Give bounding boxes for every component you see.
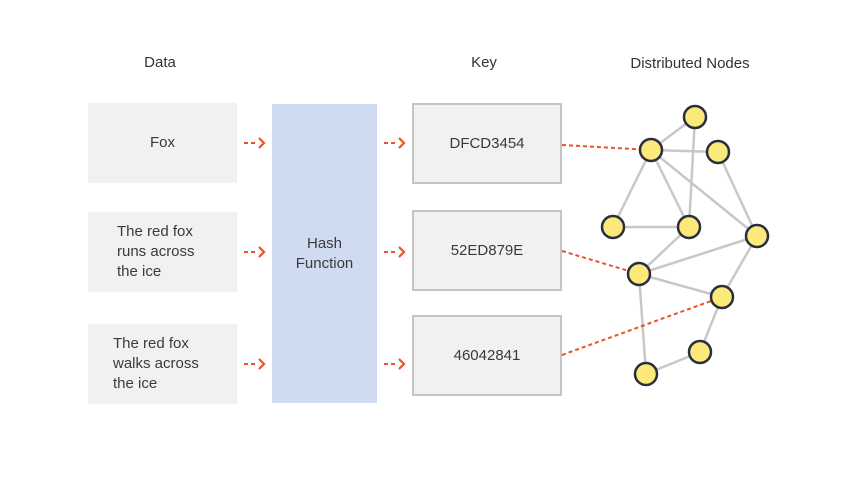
data-item-line: walks across bbox=[113, 355, 199, 372]
graph-edge bbox=[649, 149, 691, 228]
graph-node bbox=[633, 361, 659, 387]
key-to-node-link bbox=[561, 144, 652, 151]
data-item-runs: The red fox runs across the ice bbox=[88, 212, 237, 292]
key-column-heading: Key bbox=[471, 54, 497, 71]
nodes-layer bbox=[600, 104, 770, 387]
graph-edge bbox=[716, 151, 759, 237]
key-value: DFCD3454 bbox=[449, 135, 525, 152]
data-item-line: runs across bbox=[117, 243, 195, 260]
edges-layer bbox=[611, 116, 759, 376]
graph-node bbox=[709, 284, 735, 310]
graph-edge bbox=[638, 272, 723, 299]
graph-edge bbox=[637, 273, 648, 375]
key-to-node-link bbox=[561, 296, 723, 356]
data-item-fox: Fox bbox=[88, 103, 237, 183]
key-value: 46042841 bbox=[453, 347, 521, 364]
arrows-layer bbox=[244, 137, 406, 370]
arrow-head-icon bbox=[258, 358, 266, 370]
data-item-line: Fox bbox=[149, 134, 175, 151]
data-item-line: the ice bbox=[117, 263, 162, 280]
data-item-line: The red fox bbox=[117, 223, 193, 240]
data-item-line: The red fox bbox=[113, 335, 189, 352]
arrow-head-icon bbox=[398, 246, 406, 258]
key-box-1: DFCD3454 bbox=[412, 103, 562, 184]
graph-node bbox=[682, 104, 708, 130]
arrow-head-icon bbox=[258, 137, 266, 149]
graph-edge bbox=[687, 116, 697, 228]
key-value: 52ED879E bbox=[450, 242, 524, 259]
key-links-layer bbox=[561, 144, 723, 356]
graph-node bbox=[638, 137, 664, 163]
key-box-2: 52ED879E bbox=[412, 210, 562, 291]
data-item-walks: The red fox walks across the ice bbox=[88, 324, 237, 404]
arrow-head-icon bbox=[258, 246, 266, 258]
graph-node bbox=[626, 261, 652, 287]
graph-node bbox=[744, 223, 770, 249]
data-item-line: the ice bbox=[113, 375, 158, 392]
data-column-heading: Data bbox=[144, 54, 176, 71]
graph-node bbox=[600, 214, 626, 240]
graph-node bbox=[676, 214, 702, 240]
arrow-head-icon bbox=[398, 358, 406, 370]
hash-function-label-line: Hash bbox=[306, 235, 343, 252]
hash-function-box: Hash Function bbox=[272, 104, 377, 403]
graph-edge bbox=[650, 149, 758, 237]
key-box-3: 46042841 bbox=[412, 315, 562, 396]
graph-edge bbox=[611, 149, 653, 228]
nodes-column-heading: Distributed Nodes bbox=[630, 55, 750, 72]
graph-node bbox=[687, 339, 713, 365]
graph-edge bbox=[638, 234, 758, 276]
arrow-head-icon bbox=[398, 137, 406, 149]
key-to-node-link bbox=[561, 250, 640, 275]
hash-function-label-line: Function bbox=[295, 255, 354, 272]
graph-node bbox=[705, 139, 731, 165]
